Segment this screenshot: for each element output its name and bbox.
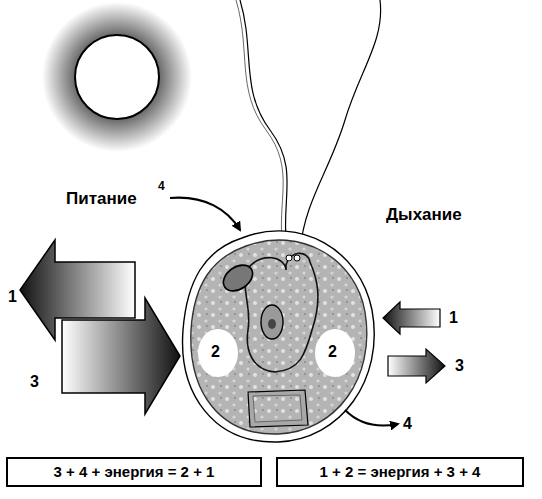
process-label: Питание <box>66 190 137 207</box>
equation-text: 1 + 2 = энергия + 3 + 4 <box>320 463 481 481</box>
callout-number: 3 <box>30 374 39 390</box>
equation-text: 3 + 4 + энергия = 2 + 1 <box>54 463 215 481</box>
process-label: Дыхание <box>386 206 462 223</box>
callout-number: 4 <box>158 180 165 192</box>
callout-number: 2 <box>328 344 337 360</box>
callout-number: 1 <box>8 289 17 305</box>
equation-box: 1 + 2 = энергия + 3 + 4 <box>276 457 524 487</box>
callout-number: 2 <box>211 344 220 360</box>
callout-number: 4 <box>403 416 412 432</box>
callout-number: 1 <box>449 310 458 326</box>
callout-number: 3 <box>455 358 464 374</box>
equation-box: 3 + 4 + энергия = 2 + 1 <box>6 457 262 487</box>
